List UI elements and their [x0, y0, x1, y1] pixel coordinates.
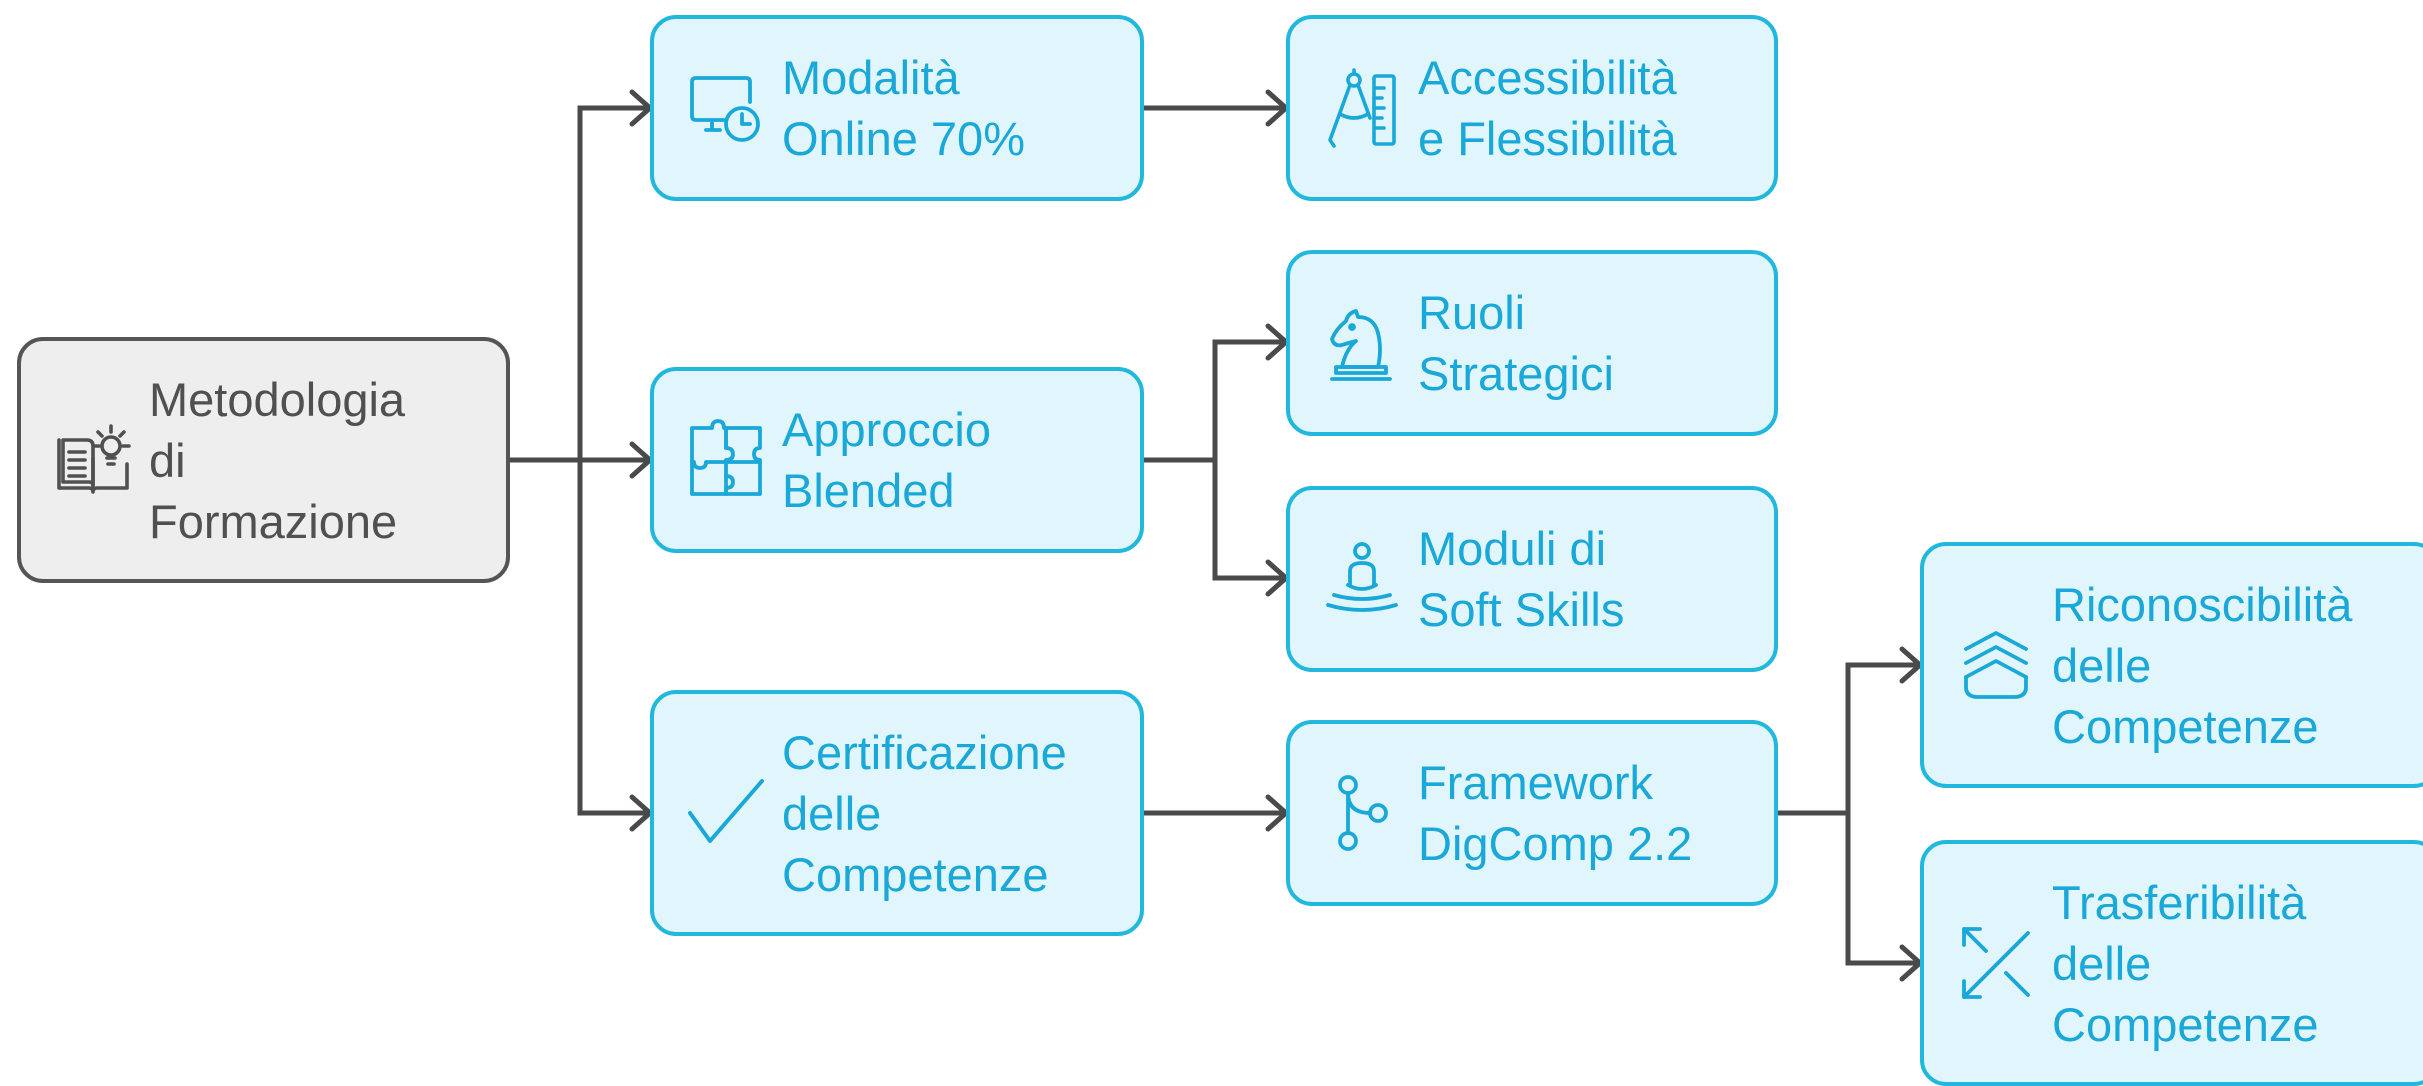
node-metodologia: Metodologia di Formazione: [17, 337, 510, 583]
compass-ruler-icon: [1320, 66, 1404, 150]
node-label: Modalità Online 70%: [782, 51, 1025, 165]
node-label: Framework DigComp 2.2: [1418, 756, 1693, 870]
meditation-icon: [1320, 537, 1404, 621]
node-label: Metodologia di Formazione: [149, 372, 406, 548]
node-trasferibilita: Trasferibilità delle Competenze: [1920, 840, 2423, 1086]
connector-digcomp-riconoscibilita: [1778, 662, 1918, 816]
connector-metodologia-online: [510, 105, 648, 463]
node-label: Trasferibilità delle Competenze: [2052, 875, 2319, 1051]
connector-digcomp-trasferibilita: [1845, 813, 1918, 966]
node-label: Moduli di Soft Skills: [1418, 522, 1625, 636]
node-label: Certificazione delle Competenze: [782, 725, 1067, 901]
checkmark-icon: [684, 771, 768, 855]
monitor-clock-icon: [684, 66, 768, 150]
node-soft: Moduli di Soft Skills: [1286, 486, 1778, 672]
node-label: Ruoli Strategici: [1418, 286, 1614, 400]
node-label: Accessibilità e Flessibilità: [1418, 51, 1677, 165]
book-lightbulb-icon: [51, 418, 135, 502]
node-label: Approccio Blended: [782, 403, 991, 517]
node-blended: Approccio Blended: [650, 367, 1144, 553]
node-riconoscibilita: Riconoscibilità delle Competenze: [1920, 542, 2423, 788]
node-digcomp: Framework DigComp 2.2: [1286, 720, 1778, 906]
puzzle-icon: [684, 418, 768, 502]
node-accessibilita: Accessibilità e Flessibilità: [1286, 15, 1778, 201]
connector-blended-soft: [1212, 460, 1284, 581]
node-label: Riconoscibilità delle Competenze: [2052, 577, 2353, 753]
node-certificazione: Certificazione delle Competenze: [650, 690, 1144, 936]
connector-blended-ruoli: [1144, 339, 1284, 463]
chess-knight-icon: [1320, 301, 1404, 385]
arrows-diagonal-icon: [1954, 921, 2038, 1005]
layers-stack-icon: [1954, 623, 2038, 707]
connector-metodologia-certificazione: [577, 460, 648, 816]
node-online: Modalità Online 70%: [650, 15, 1144, 201]
git-branch-icon: [1320, 771, 1404, 855]
node-ruoli: Ruoli Strategici: [1286, 250, 1778, 436]
